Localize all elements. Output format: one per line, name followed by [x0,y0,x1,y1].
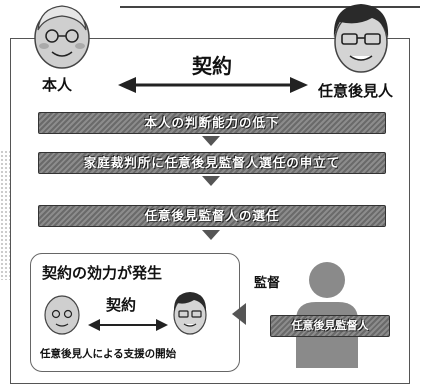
step-banner-1: 本人の判断能力の低下 [38,112,386,134]
support-caption: 任意後見人による支援の開始 [40,348,177,360]
contract-label: 契約 [192,54,232,78]
small-guardian-face-icon [173,292,207,335]
principal-face-icon [34,5,90,69]
supervisor-silhouette-icon [296,262,358,368]
top-rule [120,6,420,8]
principal-label: 本人 [42,76,73,94]
small-principal-face-icon [44,295,80,335]
guardian-face-icon [333,4,389,73]
down-arrow-icon [202,176,220,186]
double-arrow-icon [118,77,308,93]
guardian-label: 任意後見人 [318,82,394,100]
step-banner-3: 任意後見監督人の選任 [38,205,386,227]
down-arrow-icon [202,230,220,240]
result-title: 契約の効力が発生 [42,264,163,282]
small-double-arrow-icon [88,319,168,331]
margin-texture [0,150,12,280]
left-arrow-icon [232,303,246,325]
down-arrow-icon [202,136,220,146]
supervisor-banner: 任意後見監督人 [270,315,390,337]
small-contract-label: 契約 [106,296,137,314]
step-banner-2: 家庭裁判所に任意後見監督人選任の申立て [38,152,386,174]
supervision-label: 監督 [254,276,281,291]
